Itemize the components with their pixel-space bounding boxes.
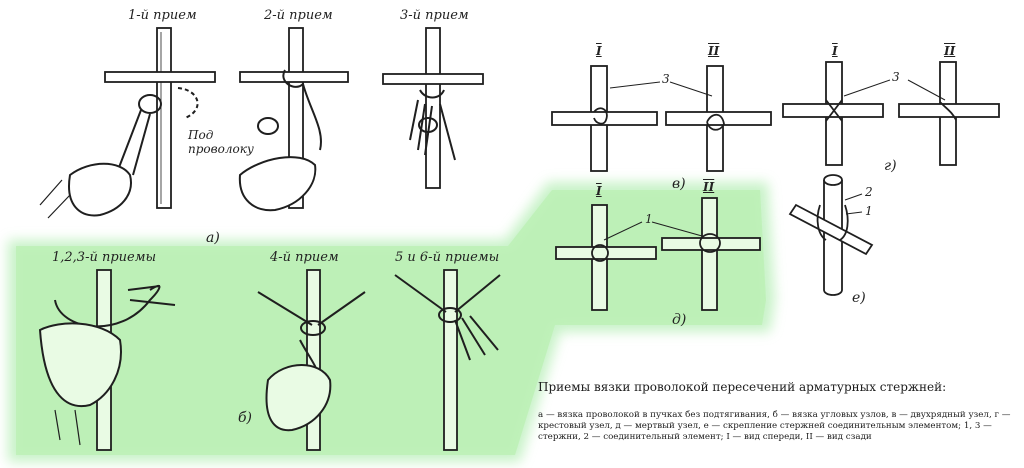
step-1-drawing (39, 27, 216, 219)
step-2-label: 2-й прием (264, 8, 333, 23)
caption-title: Приемы вязки проволокой пересечений арма… (538, 380, 947, 394)
panel-e-callout-1: 1 (865, 204, 873, 218)
panel-v-view-1: I (596, 44, 602, 58)
panel-v-callout: 3 (662, 72, 670, 86)
step-b4-drawing (257, 269, 366, 451)
step-3-drawing (382, 27, 484, 189)
step-b4-label: 4-й прием (270, 250, 339, 265)
panel-d-view-2: II (703, 180, 715, 194)
step-b1-label: 1,2,3-й приемы (52, 250, 157, 265)
step-1-label: 1-й прием (128, 8, 197, 23)
panel-d-drawing (555, 197, 761, 311)
panel-v-drawing (551, 65, 772, 172)
caption-text: а — вязка проволокой в пучках без подтяг… (538, 410, 1011, 442)
step-b56-drawing (394, 269, 501, 451)
label-v: в) (672, 176, 686, 192)
panel-g-drawing (782, 61, 1000, 166)
step-3-label: 3-й прием (400, 8, 469, 23)
panel-v-view-2: II (708, 44, 720, 58)
step-b1-drawing (38, 269, 176, 451)
panel-d-view-1: I (596, 184, 602, 198)
label-a: а) (206, 230, 220, 246)
panel-g-view-1: I (832, 44, 838, 58)
under-wire-annotation: Под проволоку (188, 128, 254, 156)
panel-e-drawing (788, 174, 874, 296)
panel-e-callout-2: 2 (865, 185, 873, 199)
panel-g-callout: 3 (892, 70, 900, 84)
label-d: д) (672, 312, 687, 328)
step-2-drawing (238, 27, 349, 212)
label-b: б) (238, 410, 253, 426)
label-g: г) (884, 158, 897, 174)
panel-g-view-2: II (944, 44, 956, 58)
panel-d-callout: 1 (645, 212, 653, 226)
step-b56-label: 5 и 6-й приемы (395, 250, 500, 265)
label-e: е) (852, 290, 866, 306)
